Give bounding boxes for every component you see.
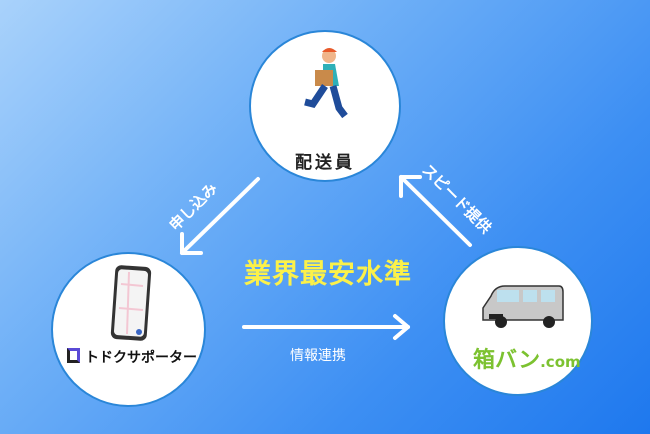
todoku-logo-mark-icon [67,348,80,363]
hakovan-node: 箱バン.com [443,246,593,396]
hakovan-logo: 箱バン.com [473,342,581,374]
van-icon [482,285,564,328]
hakovan-name: 箱バン [473,348,541,373]
courier-node: 配送員 [249,30,401,182]
headline-lowest-price: 業界最安水準 [244,259,412,290]
courier-label: 配送員 [295,153,355,173]
todoku-supporter-node: トドクサポーター [51,252,206,407]
todoku-supporter-label: トドクサポーター [85,350,197,366]
arrow-speed [399,175,472,247]
hakovan-domain: .com [540,353,581,371]
info-sharing-label: 情報連携 [290,348,346,364]
smartphone-map-icon [110,265,152,341]
running-courier-icon [304,48,348,119]
arrow-info [242,314,410,340]
arrow-apply [180,177,260,255]
